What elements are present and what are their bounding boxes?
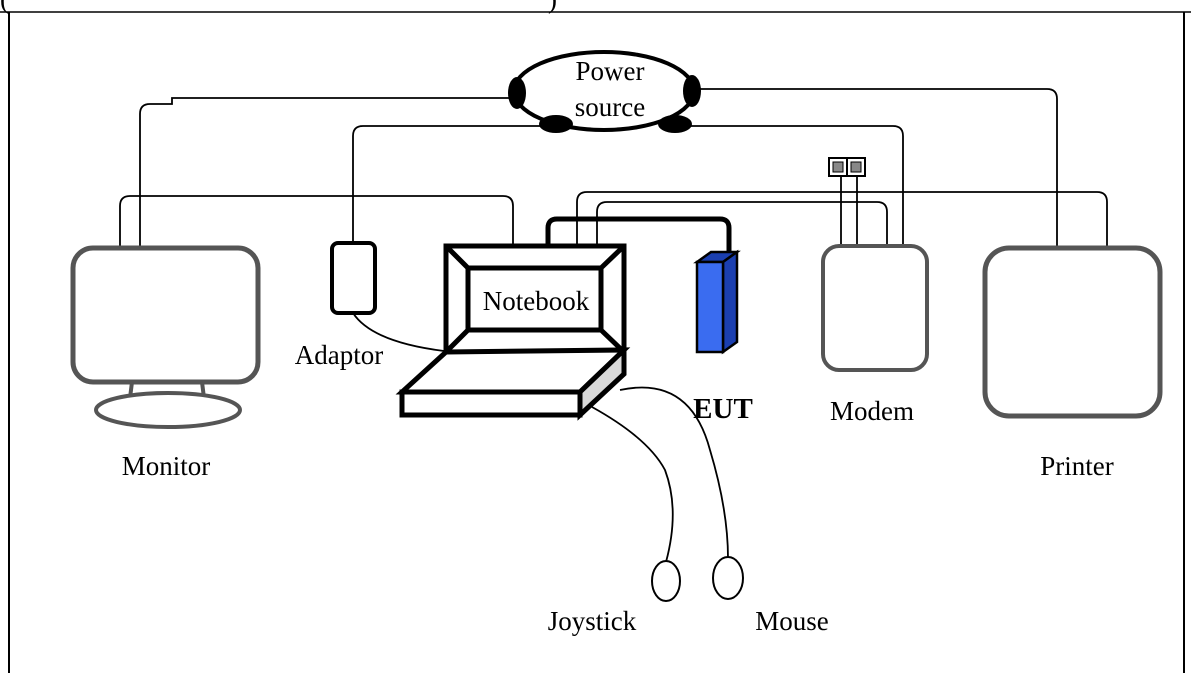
cable-monitor-power [139,97,512,248]
eut: EUT [693,249,753,425]
printer: Printer [982,245,1163,481]
cable-monitor-video [119,195,514,248]
power-source: Power source [508,50,701,133]
power-source-label-line2: source [575,92,645,122]
cable-modem-power [676,125,904,248]
eut-label: EUT [693,393,753,425]
monitor-label: Monitor [122,451,211,481]
adaptor: Adaptor [295,241,383,370]
power-source-label-line1: Power [576,56,645,86]
cable-eut [545,216,732,252]
printer-body [982,245,1163,419]
monitor: Monitor [70,245,261,481]
power-outlet-icon [658,115,692,133]
power-outlet-icon [508,77,526,109]
notebook-screen [465,265,604,333]
cable-mouse [619,386,729,559]
power-outlet-icon [683,75,701,107]
monitor-screen [70,245,261,385]
cable-printer-data [576,191,1108,248]
cable-modem-data [596,201,888,246]
notebook-base-side [577,344,627,421]
phone-jack-icon [828,157,866,177]
mouse: Mouse [712,556,829,636]
cable-printer-power [692,88,1058,248]
modem-label: Modem [830,396,914,426]
printer-label: Printer [1040,451,1114,481]
mouse-icon [712,556,744,600]
power-outlet-icon [539,115,573,133]
monitor-stand [94,391,242,429]
notebook-base-front [399,389,583,418]
adaptor-label: Adaptor [295,340,383,370]
joystick-label: Joystick [548,606,637,636]
adaptor-body [330,241,377,315]
modem: Modem [821,244,929,426]
modem-body [821,244,929,372]
cables [119,88,1108,563]
cable-adaptor-power [352,125,552,243]
notebook: Notebook [395,243,631,421]
cable-joystick [591,406,674,563]
joystick-icon [651,560,681,602]
cable-adaptor-dc [352,312,445,352]
header-open-paren: ( [0,0,9,14]
eut-device [695,260,725,354]
notebook-label: Notebook [483,286,590,316]
mouse-label: Mouse [755,606,829,636]
header-close-paren: ) [548,0,557,14]
joystick: Joystick [548,560,681,636]
